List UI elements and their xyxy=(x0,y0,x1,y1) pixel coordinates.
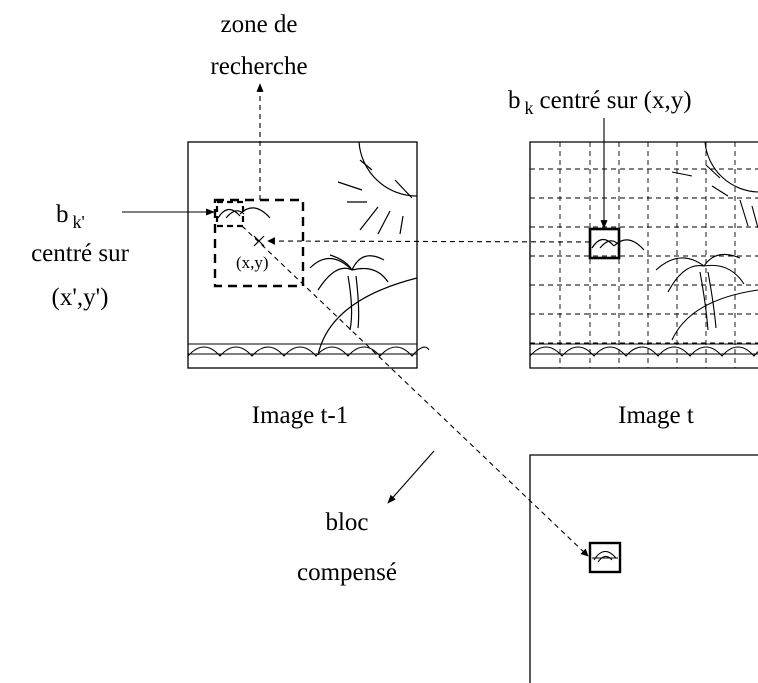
image-prev-label: Image t-1 xyxy=(252,402,348,429)
arrows xyxy=(122,83,608,557)
center-cross-icon xyxy=(253,235,265,247)
center-xy-label: (x,y) xyxy=(236,253,269,272)
image-t-grid xyxy=(530,142,758,368)
candidate-block-bk-prime xyxy=(215,200,245,228)
compensated-image xyxy=(529,454,758,683)
waves-drawing xyxy=(187,343,430,357)
search-zone-label-line2: recherche xyxy=(210,53,307,80)
compensated-block-birds-drawing xyxy=(592,550,618,563)
image-t-minus-1: (x,y) xyxy=(187,141,430,369)
image-t xyxy=(529,141,758,369)
image-t-palm-drawing xyxy=(655,253,758,341)
image-t-waves-drawing xyxy=(529,343,758,357)
image-t-birds-drawing xyxy=(591,238,645,251)
current-block-bk xyxy=(588,227,621,260)
image-curr-label: Image t xyxy=(618,402,694,429)
compensation-arrow xyxy=(241,225,589,557)
search-zone-label-line1: zone de xyxy=(220,11,297,38)
compensated-label-line1: bloc xyxy=(325,509,368,536)
motion-vector-arrow xyxy=(267,237,591,245)
sun-drawing xyxy=(337,141,418,235)
compensated-label-line2: compensé xyxy=(297,559,397,586)
image-t-sun-drawing xyxy=(671,141,758,229)
image-t-minus-1-frame xyxy=(187,141,418,369)
image-t-frame xyxy=(529,141,758,369)
bk-prime-line2: centré sur xyxy=(31,240,130,267)
palm-island-drawing xyxy=(309,254,418,356)
search-zone-box xyxy=(213,198,305,288)
bk-prime-line3: (x',y') xyxy=(52,284,109,311)
compensated-block xyxy=(588,541,622,574)
compensated-image-frame xyxy=(529,454,758,683)
compensated-label-arrow xyxy=(387,450,435,504)
